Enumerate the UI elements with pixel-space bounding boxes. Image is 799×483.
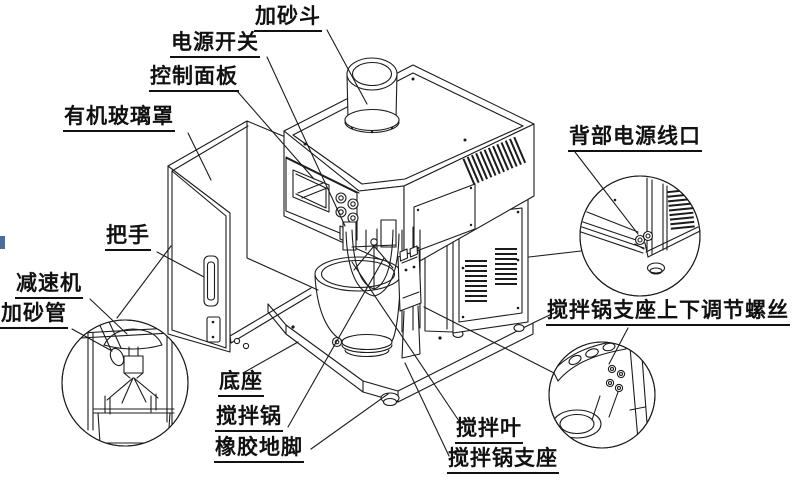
head-vent-grille [468, 149, 522, 172]
head-right-face [404, 124, 534, 270]
pot-support-bracket [398, 227, 421, 358]
label-rear-power-port: 背部电源线口 [568, 125, 702, 153]
sand-hopper [345, 58, 399, 134]
acrylic-cover [168, 121, 318, 352]
blue-edge-marker [0, 236, 5, 249]
detail-circle-reducer [62, 315, 190, 446]
control-screen [293, 170, 329, 212]
label-rubber-feet: 橡胶地脚 [214, 436, 304, 464]
cabinet-foot [514, 325, 524, 332]
label-sand-pipe: 加砂管 [0, 302, 68, 330]
label-base: 底座 [218, 370, 264, 398]
label-control-panel: 控制面板 [149, 65, 239, 93]
label-power-switch: 电源开关 [170, 31, 260, 59]
mixing-blades [343, 220, 399, 296]
detail-circle-power-port [580, 176, 700, 296]
machine-head [284, 65, 534, 270]
label-hopper: 加砂斗 [254, 5, 322, 33]
cover-latch-plate [207, 317, 220, 342]
rubber-foot [381, 393, 399, 406]
label-handle: 把手 [105, 224, 151, 252]
detail-circle-adjust-screws [549, 340, 655, 448]
label-mixing-blade: 搅拌叶 [455, 417, 523, 445]
leader-lines [72, 30, 638, 456]
label-mixing-pot: 搅拌锅 [215, 405, 283, 433]
pot-clamp-knob [333, 338, 342, 347]
label-pot-support-adjust-screws: 搅拌锅支座上下调节螺丝 [546, 299, 790, 327]
mixing-pot [315, 257, 401, 356]
label-reducer: 减速机 [15, 272, 83, 300]
detail-connector-lines [117, 246, 581, 373]
cover-handle [204, 256, 218, 306]
head-side-panel [414, 184, 475, 252]
label-acrylic-cover: 有机玻璃罩 [63, 105, 175, 133]
label-pot-support: 搅拌锅支座 [447, 447, 559, 475]
